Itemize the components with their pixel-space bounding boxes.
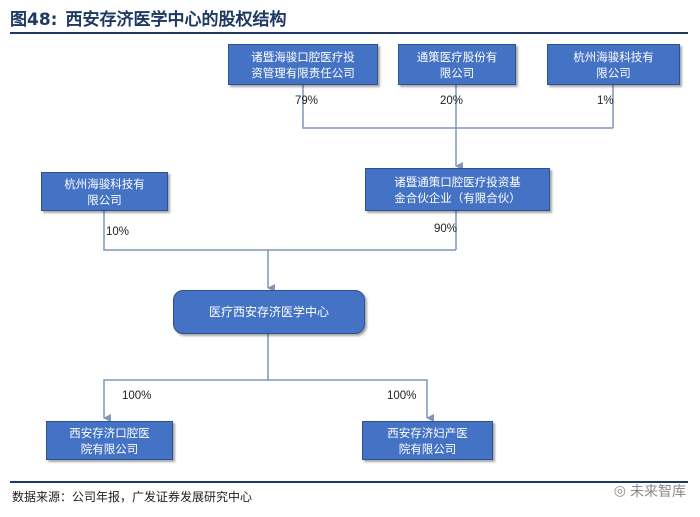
edge-center-split <box>103 334 269 422</box>
pct-xian-cunji-dental: 100% <box>122 390 152 402</box>
title-divider <box>10 32 688 34</box>
source-note: 数据来源：公司年报，广发证券发展研究中心 <box>12 490 253 504</box>
wechat-icon: ◎ <box>613 483 626 499</box>
pct-xian-cunji-maternity: 100% <box>387 390 417 402</box>
edge-hangzhou-left <box>103 211 456 251</box>
watermark: ◎ 未来智库 <box>614 481 686 501</box>
node-xian-cunji-dental: 西安存济口腔医 院有限公司 <box>46 421 173 460</box>
node-hangzhou-haijun-left: 杭州海骏科技有 限公司 <box>41 172 168 211</box>
node-zhuji-tongce-fund: 诸暨通策口腔医疗投资基 金合伙企业（有限合伙） <box>365 168 550 211</box>
node-zhuji-haijun: 诸暨海骏口腔医疗投 资管理有限责任公司 <box>228 44 378 85</box>
node-tongce-medical: 通策医疗股份有 限公司 <box>398 44 516 85</box>
node-xian-cunji-center: 医疗西安存济医学中心 <box>173 290 365 334</box>
node-hangzhou-haijun-top: 杭州海骏科技有 限公司 <box>547 44 680 85</box>
edge-zhuji-haijun <box>302 85 613 129</box>
pct-zhuji-tongce-fund: 90% <box>434 223 458 235</box>
figure-label: 图48: <box>10 9 58 30</box>
watermark-text: 未来智库 <box>630 484 686 500</box>
footer-divider <box>10 481 688 483</box>
figure-title-text: 西安存济医学中心的股权结构 <box>65 9 287 30</box>
node-xian-cunji-maternity: 西安存济妇产医 院有限公司 <box>362 421 493 460</box>
pct-hangzhou-haijun-top: 1% <box>597 95 614 107</box>
figure-title: 图48: 西安存济医学中心的股权结构 <box>10 4 690 30</box>
pct-hangzhou-haijun-left: 10% <box>106 226 130 238</box>
edge-center-maternity <box>268 379 434 422</box>
pct-zhuji-haijun: 79% <box>295 95 319 107</box>
pct-tongce-medical: 20% <box>440 95 464 107</box>
